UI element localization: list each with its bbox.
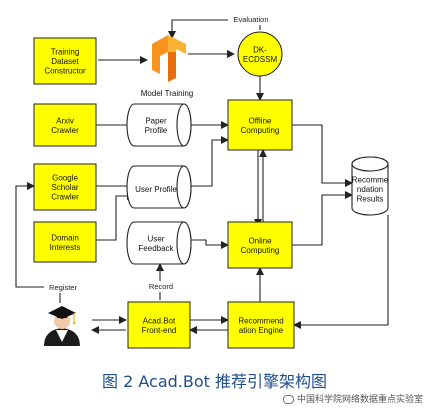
dk-ecdssm-node xyxy=(237,31,283,77)
graduate-user-icon xyxy=(44,306,80,346)
recommendation-engine-box xyxy=(227,301,295,349)
domain-interests-box xyxy=(33,221,97,263)
google-scholar-crawler-box xyxy=(33,163,97,211)
watermark: 中国科学院网络数据重点实验室 xyxy=(282,392,423,405)
edge-userprofile-to-offline xyxy=(190,136,229,187)
watermark-text: 中国科学院网络数据重点实验室 xyxy=(296,395,423,405)
tensorflow-icon xyxy=(152,35,186,82)
user-profile-label: User Profile xyxy=(135,185,177,194)
model-training-label: Model Training xyxy=(141,89,193,98)
figure-caption: 图 2 Acad.Bot 推荐引擎架构图 xyxy=(102,372,327,391)
edge-offline-to-results xyxy=(292,124,353,187)
arxiv-crawler-box xyxy=(33,103,97,147)
acadbot-frontend-box xyxy=(127,301,191,349)
dk-ecdssm-label: DK-ECDSSM xyxy=(243,45,278,64)
edge-feedback-to-online xyxy=(190,239,229,249)
datastores xyxy=(126,103,389,265)
register-label-bg xyxy=(44,282,82,293)
offline-computing-box xyxy=(227,99,293,151)
evaluation-label-bg xyxy=(228,14,274,25)
evaluation-label: Evaluation xyxy=(233,15,268,24)
online-computing-box xyxy=(227,221,293,269)
wechat-icon xyxy=(282,395,294,404)
edge-domain-to-userprofile xyxy=(96,192,135,241)
training-dataset-constructor-box xyxy=(33,37,97,85)
edge-online-to-results xyxy=(292,191,353,246)
record-label: Record xyxy=(149,282,173,291)
register-label: Register xyxy=(49,283,77,292)
edge-results-to-engine xyxy=(293,215,389,329)
edges xyxy=(15,19,389,334)
record-label-bg xyxy=(146,281,176,292)
